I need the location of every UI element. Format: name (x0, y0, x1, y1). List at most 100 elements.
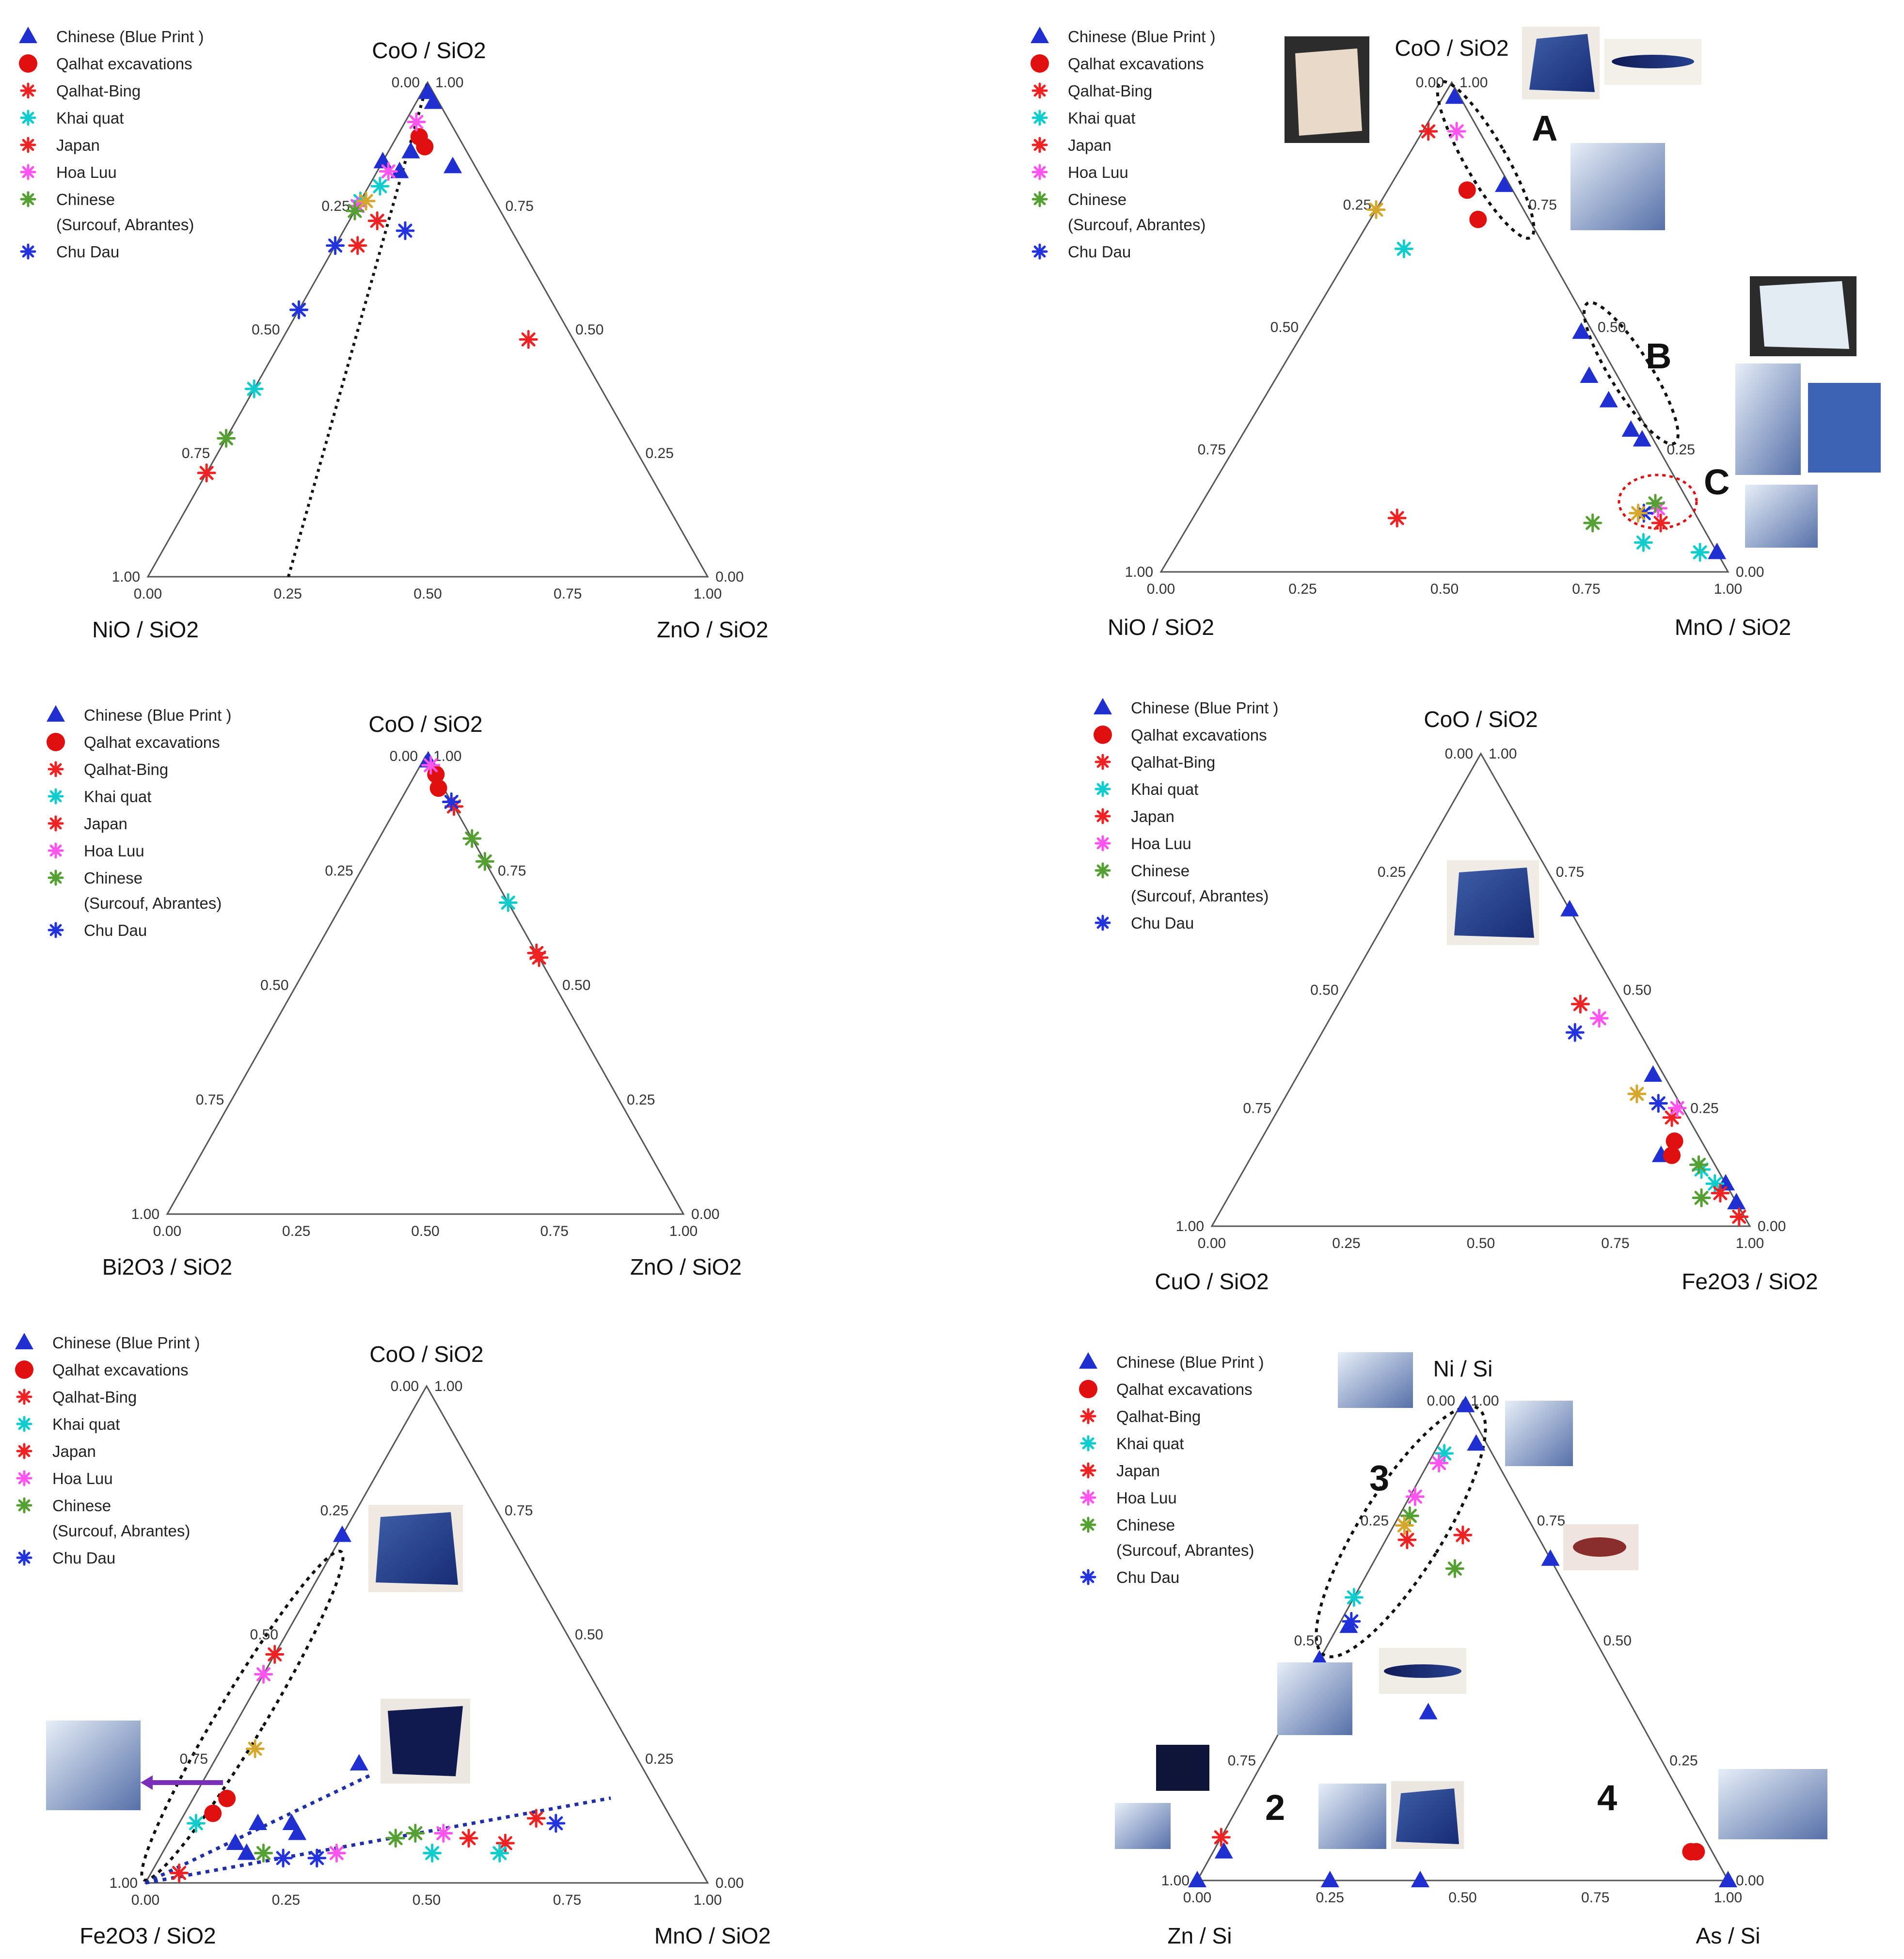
data-point (1719, 1871, 1737, 1887)
data-point (333, 1525, 351, 1542)
data-point (1571, 995, 1590, 1014)
right-tick-label: 1.00 (1489, 746, 1517, 762)
sherd-photo (1115, 1803, 1171, 1849)
data-point (1387, 508, 1407, 528)
legend-marker (20, 243, 36, 260)
legend-label: Chinese (52, 1497, 111, 1515)
left-tick-label: 0.75 (180, 1751, 208, 1767)
group-4-label: 4 (1597, 1778, 1617, 1818)
legend: Chinese (Blue Print )Qalhat excavationsQ… (47, 705, 231, 939)
sherd-photo (1718, 1769, 1827, 1839)
bottom-tick-label: 0.25 (1332, 1235, 1360, 1251)
bottom-tick-label: 0.75 (1601, 1235, 1629, 1251)
group-b-outline (1583, 301, 1680, 445)
right-axis-label: ZnO / SiO2 (630, 1254, 742, 1280)
top-axis-label: CoO / SiO2 (369, 1342, 483, 1367)
bottom-tick-label: 1.00 (1736, 1235, 1764, 1251)
right-tick-label: 0.00 (691, 1206, 719, 1222)
legend-label: Khai quat (1131, 780, 1198, 798)
left-tick-label: 0.75 (1228, 1753, 1256, 1769)
data-point (386, 1829, 405, 1848)
legend-marker (1095, 915, 1111, 931)
sherd-photo (46, 1721, 141, 1810)
right-tick-label: 0.50 (1603, 1633, 1632, 1649)
data-point (1633, 430, 1651, 447)
bottom-tick-label: 0.50 (411, 1223, 439, 1239)
legend-marker (20, 82, 36, 99)
bottom-tick-label: 1.00 (1714, 581, 1742, 597)
group-3-label: 3 (1369, 1458, 1389, 1498)
data-point (1646, 494, 1665, 513)
data-point (475, 852, 494, 871)
data-point (327, 1844, 346, 1863)
left-tick-label: 0.00 (1427, 1393, 1455, 1409)
legend-marker (15, 1360, 33, 1379)
data-point (348, 236, 367, 255)
data-point (367, 211, 387, 231)
data-point (1644, 1065, 1663, 1082)
data-point (1366, 200, 1386, 220)
sherd-photo (1529, 34, 1595, 92)
legend-label: Chu Dau (56, 243, 119, 261)
legend-marker (1031, 191, 1048, 207)
group-a-label: A (1532, 108, 1557, 148)
data-point (1411, 1871, 1429, 1887)
bottom-tick-label: 1.00 (1714, 1890, 1742, 1906)
sherd-photo (1571, 143, 1665, 230)
legend-marker (1095, 754, 1111, 770)
sherd-photo (1808, 383, 1881, 473)
left-axis-label: Bi2O3 / SiO2 (102, 1254, 232, 1280)
left-tick-label: 0.75 (1198, 442, 1226, 458)
data-point (1394, 239, 1413, 258)
sherd-photo (1156, 1745, 1209, 1791)
left-tick-label: 0.75 (196, 1092, 224, 1108)
ternary-frame (1210, 752, 1751, 1227)
bottom-tick-label: 0.00 (131, 1892, 159, 1908)
data-point (245, 1739, 265, 1758)
legend-label: Chinese (Blue Print ) (84, 706, 231, 724)
legend-marker (19, 27, 37, 43)
data-point (1188, 1871, 1206, 1887)
left-tick-label: 0.50 (1294, 1633, 1322, 1649)
data-point (326, 236, 345, 255)
legend-marker (1031, 54, 1049, 73)
legend-label: Qalhat excavations (56, 55, 192, 73)
data-point (490, 1844, 509, 1863)
data-point (273, 1848, 293, 1868)
data-point (1565, 1023, 1585, 1042)
legend-label: Qalhat-Bing (1116, 1407, 1201, 1425)
legend-label: Qalhat-Bing (1068, 82, 1152, 100)
sherd-photo (388, 1706, 463, 1776)
legend-marker (1080, 1569, 1096, 1585)
right-axis-label: MnO / SiO2 (1675, 615, 1791, 640)
data-point (244, 379, 264, 398)
sherd-photo (1384, 1664, 1461, 1678)
data-point (1495, 175, 1513, 192)
arrow-head (141, 1775, 153, 1790)
data-point (407, 112, 426, 132)
group-c-outline (1618, 474, 1698, 530)
data-point (186, 1814, 206, 1833)
legend-label: Japan (52, 1442, 96, 1460)
legend-label: Qalhat excavations (1068, 55, 1204, 73)
right-tick-label: 0.75 (506, 198, 534, 214)
bottom-tick-label: 0.25 (272, 1892, 300, 1908)
legend-label: Chinese (1068, 190, 1127, 208)
data-point (526, 1809, 546, 1828)
right-tick-label: 0.75 (498, 863, 526, 879)
legend-label: Japan (1116, 1462, 1160, 1480)
data-point (1583, 513, 1603, 533)
bottom-tick-label: 0.50 (413, 1892, 441, 1908)
sherd-photo (1295, 48, 1362, 136)
left-tick-label: 0.00 (1416, 75, 1444, 91)
legend-marker (1031, 82, 1048, 99)
data-point (254, 1665, 273, 1684)
data-point (1445, 87, 1464, 104)
legend-label: Chinese (56, 190, 115, 208)
left-tick-label: 1.00 (1176, 1218, 1204, 1234)
data-point (462, 829, 482, 848)
data-point (307, 1848, 327, 1868)
data-point (1663, 1146, 1681, 1164)
data-point (1727, 1193, 1746, 1210)
